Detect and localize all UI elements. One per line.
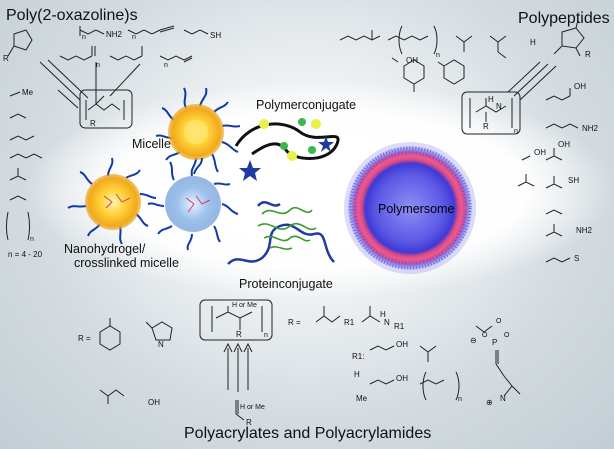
polypeptides-title: Polypeptides [518, 10, 610, 27]
acr-repeat-n-text: n [264, 332, 268, 339]
acr-me-text: Me [356, 394, 368, 403]
ox-me-text: Me [22, 88, 34, 97]
acr-o1-text: O [482, 332, 488, 339]
acr-r-eq-aryl-text: R = [78, 334, 91, 343]
pep-nca-h-text: H [530, 38, 536, 47]
polymerconjugate-label: Polymerconjugate [256, 98, 357, 112]
micelle-label: Micelle [132, 137, 171, 151]
acr-p-text: P [492, 338, 498, 347]
ox-n1-text: n [82, 34, 86, 41]
proteinconjugate-label: Proteinconjugate [239, 277, 333, 291]
acr-repeat-r-text: R [236, 330, 242, 339]
ox-ring-r-text: R [3, 54, 9, 63]
nanohydrogel-particles [67, 157, 239, 251]
acr-n-plus-text: N [500, 394, 506, 403]
proteinconjugate-illustration [227, 201, 335, 265]
pep-nca-r-text: R [585, 50, 591, 59]
acr-peg-n-text: n [458, 396, 462, 403]
acrylate-chemistry [99, 299, 521, 421]
acr-r1-colon-text: R1: [352, 352, 365, 361]
pep-oh2-text: OH [534, 148, 546, 157]
ox-n2-text: n [132, 34, 136, 41]
acr-r-eq-ester-text: R = [288, 318, 301, 327]
acr-plus-text: ⊕ [486, 398, 493, 407]
acr-repeat-hme-text: H or Me [232, 302, 257, 309]
micelle-nanostructure [155, 87, 241, 177]
acr-ester-r1-text: R1 [344, 318, 355, 327]
acr-oh2-text: OH [396, 340, 408, 349]
acr-pyrrolidone-n-text: N [158, 340, 164, 349]
acr-minus-text: ⊖ [470, 336, 477, 345]
pep-amide-nh2-text: NH2 [576, 226, 593, 235]
acr-monomer-hme-text: H or Me [240, 404, 265, 411]
polymersome-label: Polymersome [378, 202, 455, 216]
polymersome-vesicle [344, 142, 476, 274]
acr-amide-n-text: N [384, 318, 390, 327]
ox-n-range-text: n = 4 - 20 [8, 250, 43, 259]
acr-oh3-text: OH [396, 374, 408, 383]
acr-o3-text: O [496, 318, 502, 325]
pep-acid1-oh-text: OH [574, 82, 586, 91]
acr-amide-r1-text: R1 [394, 322, 405, 331]
nanohydrogel-label-line2: crosslinked micelle [74, 256, 179, 270]
pep-thioether-s-text: S [574, 254, 580, 263]
pep-nh2-text: NH2 [582, 124, 599, 133]
peptide-chemistry [339, 19, 585, 263]
nanohydrogel-label-line1: Nanohydrogel/ [64, 242, 146, 256]
pep-acid2-oh-text: OH [558, 140, 570, 149]
polyacrylates-title: Polyacrylates and Polyacrylamides [184, 425, 432, 442]
acr-amide-h-text: H [380, 310, 386, 319]
ox-repeat-r-text: R [90, 119, 96, 128]
pep-phenol-oh-text: OH [406, 56, 418, 65]
pep-peg-n-text: n [436, 52, 440, 59]
acr-o2-text: O [504, 332, 510, 339]
pep-sh-text: SH [568, 176, 580, 185]
ox-n3-text: n [96, 62, 100, 69]
pep-repeat-n-text: N [496, 102, 502, 111]
poly-oxazoline-title: Poly(2-oxazoline)s [6, 7, 138, 24]
pep-repeat-h-text: H [488, 95, 494, 104]
ox-sh-text: SH [210, 31, 222, 40]
acr-h-text: H [354, 370, 360, 379]
ox-range-n-text: n [30, 236, 34, 243]
pep-repeat-r-text: R [483, 122, 489, 131]
polymerconjugate-illustration [234, 118, 340, 181]
pep-repeat-n-sub-text: n [514, 128, 518, 135]
ox-n4-text: n [164, 62, 168, 69]
ox-nh2-text: NH2 [106, 30, 123, 39]
oxazoline-chemistry [6, 25, 209, 241]
acr-monomer-r-text: R [246, 418, 252, 427]
acr-oh1-text: OH [148, 398, 160, 407]
